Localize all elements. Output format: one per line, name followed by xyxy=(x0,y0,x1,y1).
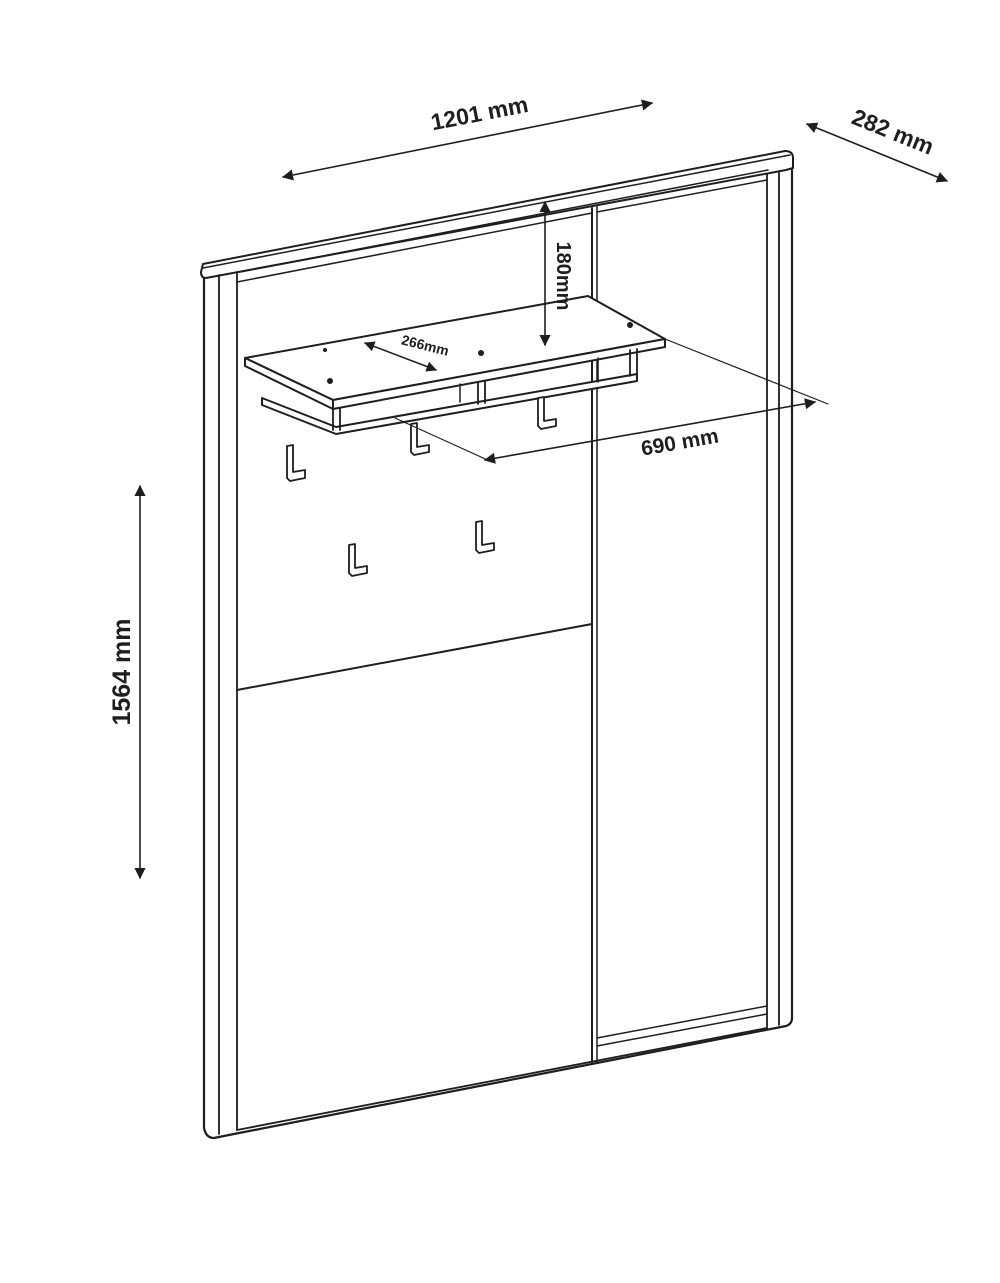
top-cap xyxy=(200,150,794,279)
hanging-rail xyxy=(261,348,638,435)
horizontal-divider xyxy=(236,623,593,691)
depth-dimension-line xyxy=(805,122,949,183)
hook-5 xyxy=(475,520,495,554)
shelf-width-dimension-line xyxy=(483,398,817,464)
panel-frame xyxy=(202,168,794,1140)
shelf-width-label: 690 mm xyxy=(639,424,720,460)
hook-3 xyxy=(537,396,557,430)
shelf xyxy=(244,295,666,435)
hook-1 xyxy=(286,444,306,482)
shelf-depth-dimension-line xyxy=(364,341,437,372)
width-dimension-line xyxy=(281,99,654,181)
depth-label: 282 mm xyxy=(848,103,937,159)
wall-panel xyxy=(200,150,794,1140)
shelf-gap-label: 180mm xyxy=(552,242,574,311)
dimension-lines xyxy=(134,99,949,880)
height-label: 1564 mm xyxy=(108,618,136,725)
hook-4 xyxy=(348,543,368,577)
width-label: 1201 mm xyxy=(429,91,531,135)
hooks xyxy=(286,396,557,577)
hook-2 xyxy=(410,422,430,456)
